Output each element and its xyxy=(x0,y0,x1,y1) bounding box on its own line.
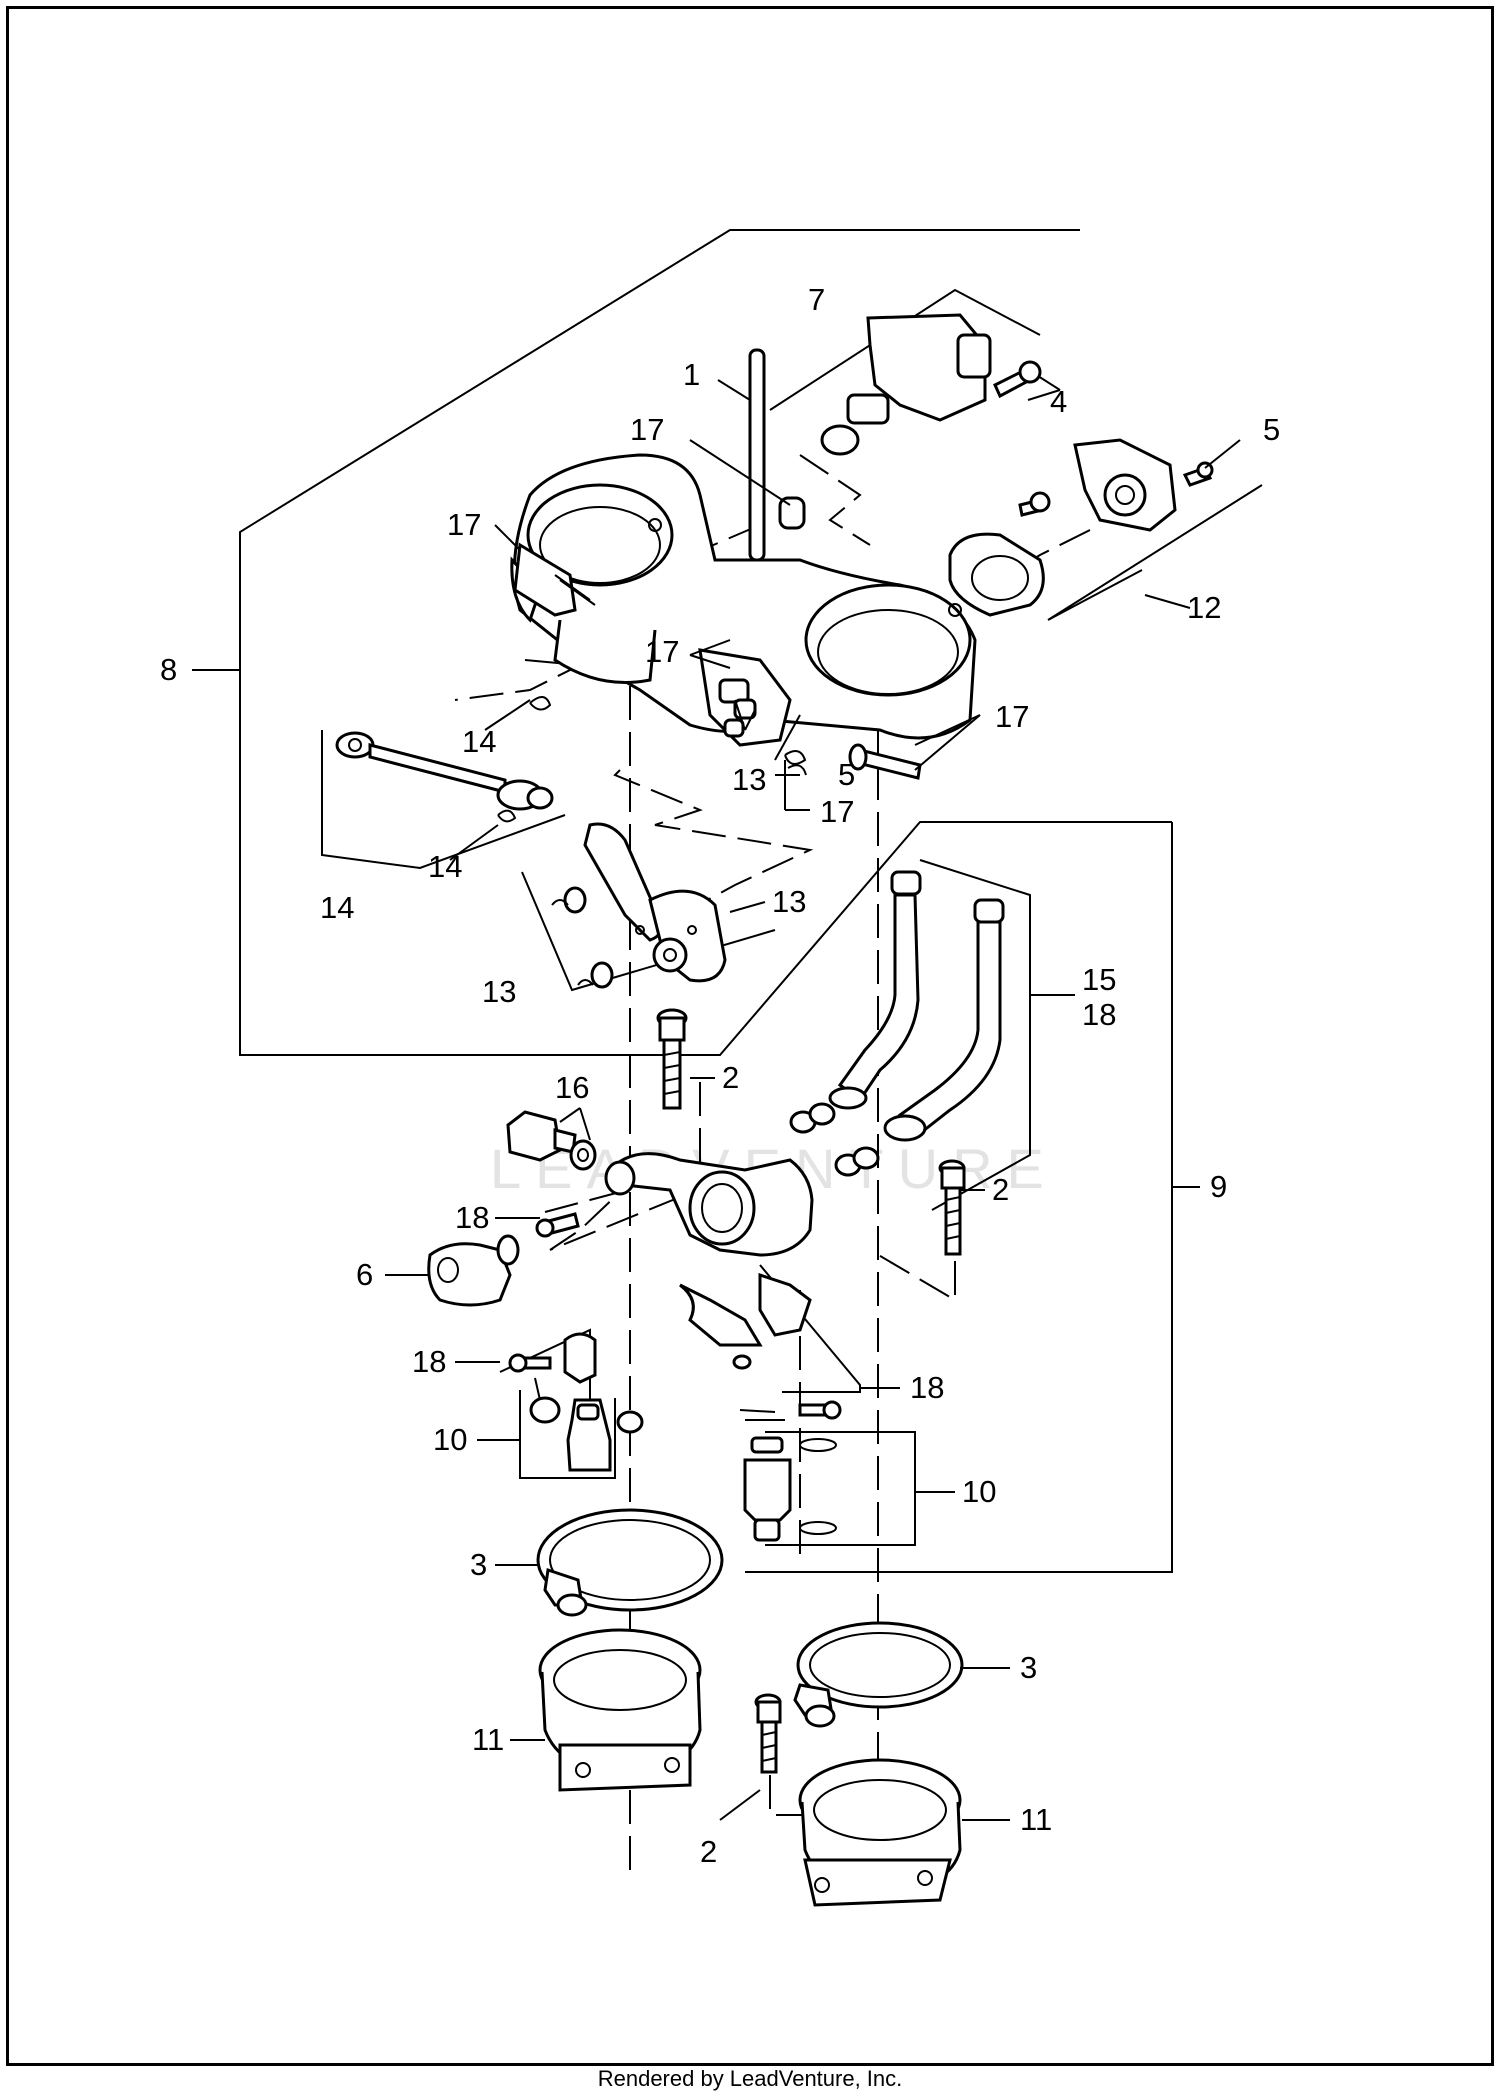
callout-1: 1 xyxy=(683,357,700,392)
callout-18-upper: 18 xyxy=(455,1200,489,1235)
part-14-e-clip-upper xyxy=(529,696,552,711)
part-13-throttle-lever xyxy=(698,648,792,747)
part-17-plug xyxy=(778,496,806,530)
centerline-tps xyxy=(999,529,1091,581)
part-18-o-rings xyxy=(789,1102,880,1177)
diagram-frame xyxy=(6,6,1494,2066)
centerline-iac xyxy=(799,454,871,546)
group-bracket-7 xyxy=(769,288,1041,411)
callout-17-right: 17 xyxy=(995,699,1029,734)
callout-18-right: 18 xyxy=(910,1370,944,1405)
part-4-screw xyxy=(993,360,1061,399)
group-bracket-15-18 xyxy=(919,859,1031,1211)
callout-14-upper: 14 xyxy=(462,724,496,759)
callout-5-mid: 5 xyxy=(838,757,855,792)
part-13-washer-upper xyxy=(551,886,587,914)
part-16-fitting xyxy=(506,1110,597,1171)
rail-bracket xyxy=(679,1272,812,1370)
part-3-clamp-rear xyxy=(793,1621,964,1728)
callout-17-bottom: 17 xyxy=(820,794,854,829)
callout-11-rear: 11 xyxy=(1020,1802,1052,1837)
centerline-bolt-2b xyxy=(869,1215,956,1302)
callout-17-left: 17 xyxy=(447,507,481,542)
footer-credit: Rendered by LeadVenture, Inc. xyxy=(597,2066,903,2091)
leader-lines xyxy=(192,379,1241,1821)
part-17-screw-lower xyxy=(848,743,922,780)
part-18-screw-right xyxy=(798,1400,842,1420)
part-18-screw-clip xyxy=(508,1353,552,1373)
group-bracket-10-left xyxy=(519,1390,616,1479)
callout-13-group: 13 xyxy=(482,974,516,1009)
fuel-rail xyxy=(604,1152,814,1257)
part-17-stop-screw xyxy=(513,542,596,617)
callout-4: 4 xyxy=(1050,384,1067,419)
callout-14-lower: 14 xyxy=(428,849,462,884)
part-2-bolt-lower xyxy=(754,1693,782,1774)
group-bracket-10-right xyxy=(765,1431,916,1546)
part-11-flange-rear xyxy=(798,1758,962,1907)
group-bracket-8 xyxy=(239,229,1172,1056)
callout-8: 8 xyxy=(160,652,177,687)
part-11-flange-front xyxy=(538,1628,702,1792)
callout-15: 15 xyxy=(1082,962,1116,997)
callout-3-front: 3 xyxy=(470,1547,487,1582)
callout-3-rear: 3 xyxy=(1020,1650,1037,1685)
part-7-idle-air-control xyxy=(820,313,992,456)
callout-17-mid: 17 xyxy=(645,634,679,669)
callout-13-upper: 13 xyxy=(732,762,766,797)
callout-5-top: 5 xyxy=(1263,412,1280,447)
part-10-injector-left xyxy=(529,1396,644,1472)
part-12-gasket xyxy=(948,491,1051,617)
part-13-pulley xyxy=(583,822,727,983)
part-6-pressure-regulator xyxy=(427,1234,520,1307)
callout-16: 16 xyxy=(555,1070,589,1105)
callout-17-top: 17 xyxy=(630,412,664,447)
callout-6: 6 xyxy=(356,1257,373,1292)
callout-13-pulley: 13 xyxy=(772,884,806,919)
callout-labels: 1 17 17 17 4 5 7 12 8 14 14 14 13 5 17 1… xyxy=(160,282,1280,1869)
part-2-bolt-upper xyxy=(656,1008,688,1110)
part-14-linkage-rod xyxy=(335,731,554,811)
centerline-clip xyxy=(454,659,584,701)
throttle-body xyxy=(510,453,977,740)
callout-7: 7 xyxy=(808,282,825,317)
callout-10-right: 10 xyxy=(962,1474,996,1509)
part-18-screw-upper xyxy=(535,1212,580,1238)
part-2-bolt-right xyxy=(938,1159,966,1256)
group-bracket-9 xyxy=(745,822,1173,1573)
group-bracket-14 xyxy=(321,730,566,870)
centerline-pulley xyxy=(613,769,814,916)
part-17-spring xyxy=(784,750,807,776)
part-5-tps xyxy=(1073,438,1214,532)
centerline-clip-18 xyxy=(534,1377,541,1401)
callout-9: 9 xyxy=(1210,1169,1227,1204)
callout-2-upper: 2 xyxy=(722,1060,739,1095)
callout-10-left: 10 xyxy=(433,1422,467,1457)
callout-2-right: 2 xyxy=(992,1172,1009,1207)
callout-18-lines: 18 xyxy=(1082,997,1116,1032)
part-10-injector-right xyxy=(743,1436,837,1542)
callout-11-front: 11 xyxy=(472,1722,504,1757)
group-bracket-12 xyxy=(1047,484,1263,621)
centerline-regulator xyxy=(544,1191,686,1251)
callout-14-group: 14 xyxy=(320,890,354,925)
part-14-e-clip-lower xyxy=(497,809,517,823)
callout-12: 12 xyxy=(1187,590,1221,625)
part-3-clamp-front xyxy=(536,1508,724,1617)
part-18-clip xyxy=(563,1332,785,1421)
callout-2-lower: 2 xyxy=(700,1834,717,1869)
part-15-fuel-line-front xyxy=(828,870,922,1110)
part-13-washer-lower xyxy=(577,961,614,989)
callout-18-clip: 18 xyxy=(412,1344,446,1379)
part-15-fuel-line-rear xyxy=(883,898,1005,1142)
